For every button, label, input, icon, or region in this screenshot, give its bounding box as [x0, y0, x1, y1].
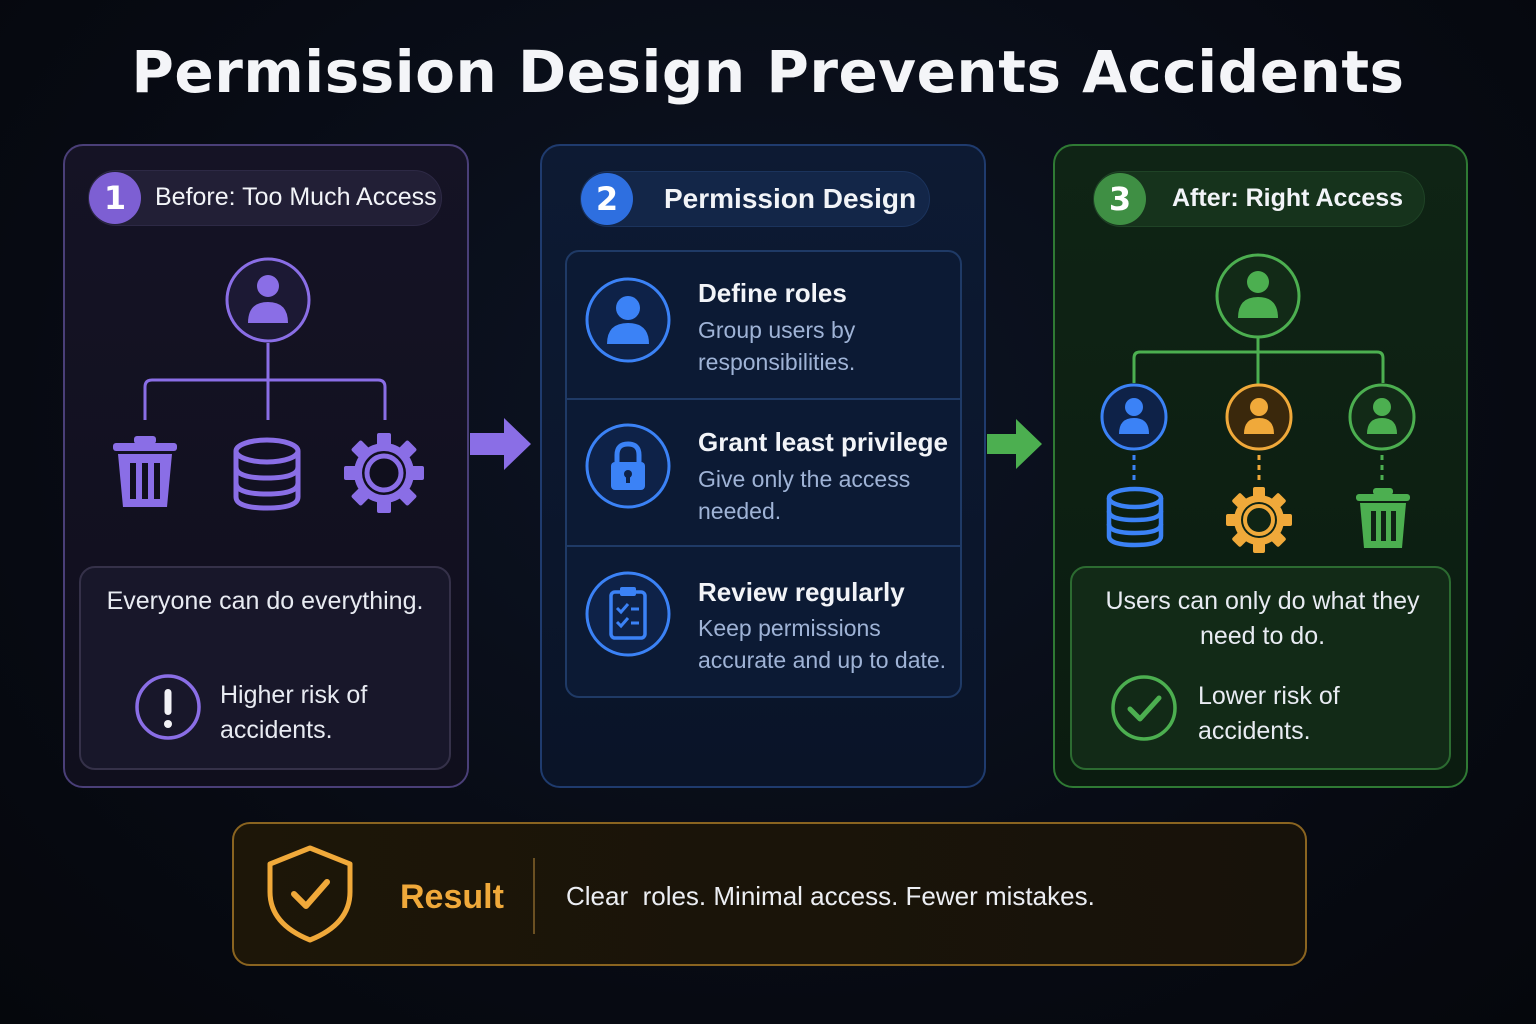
- step-divider: [567, 398, 960, 400]
- result-text: Clear roles. Minimal access. Fewer mista…: [566, 881, 1095, 911]
- step-desc-review: Keep permissions accurate and up to date…: [698, 615, 947, 673]
- after-risk-text: Lower risk of accidents.: [1198, 682, 1340, 745]
- shield-check-icon: [267, 845, 353, 943]
- panel-before-label: Before: Too Much Access: [155, 183, 437, 211]
- step-number-3: 3: [1094, 173, 1146, 225]
- step-title-least-privilege: Grant least privilege: [698, 427, 948, 457]
- result-banner: [232, 822, 1307, 966]
- database-icon: [1106, 486, 1164, 548]
- lock-icon: [585, 423, 671, 509]
- dashed-connectors: [1132, 455, 1384, 484]
- after-access-diagram: [1100, 253, 1416, 553]
- gear-icon: [1226, 487, 1292, 553]
- step-title-review: Review regularly: [698, 577, 905, 607]
- trash-icon: [113, 436, 177, 507]
- before-access-diagram: [113, 257, 424, 513]
- before-statement: Everyone can do everything.: [106, 587, 424, 615]
- user-icon-orange: [1225, 383, 1293, 451]
- exclamation-icon: [135, 674, 201, 740]
- step-title-define-roles: Define roles: [698, 278, 847, 308]
- step-divider: [567, 545, 960, 547]
- user-icon: [585, 277, 671, 363]
- before-risk-text: Higher risk of accidents.: [220, 681, 368, 744]
- result-label: Result: [400, 878, 504, 916]
- user-icon: [225, 257, 311, 343]
- page-title: Permission Design Prevents Accidents: [131, 38, 1405, 106]
- user-icon-blue: [1100, 383, 1168, 451]
- panel-after-label: After: Right Access: [1172, 184, 1404, 212]
- arrow-right-icon: [470, 418, 531, 470]
- before-summary-box: [79, 566, 451, 770]
- database-icon: [233, 437, 301, 511]
- connector-lines: [143, 343, 387, 420]
- step-desc-least-privilege: Give only the access needed.: [698, 466, 911, 524]
- step-number-2: 2: [581, 173, 633, 225]
- result-divider: [533, 858, 535, 934]
- panel-before-header: [88, 170, 442, 226]
- step-number-1: 1: [89, 172, 141, 224]
- trash-icon: [1356, 488, 1410, 548]
- admin-user-icon: [1215, 253, 1301, 339]
- connector-lines: [1132, 338, 1385, 385]
- panel-after-header: [1093, 171, 1425, 227]
- arrow-right-icon: [987, 419, 1042, 469]
- panel-design-label: Permission Design: [664, 183, 917, 214]
- check-circle-icon: [1111, 675, 1177, 741]
- after-statement: Users can only do what they need to do.: [1105, 587, 1420, 650]
- user-icon-green: [1348, 383, 1416, 451]
- panel-design-header: [580, 171, 930, 227]
- gear-icon: [344, 433, 424, 513]
- clipboard-check-icon: [585, 571, 671, 657]
- step-desc-define-roles: Group users by responsibilities.: [698, 317, 856, 375]
